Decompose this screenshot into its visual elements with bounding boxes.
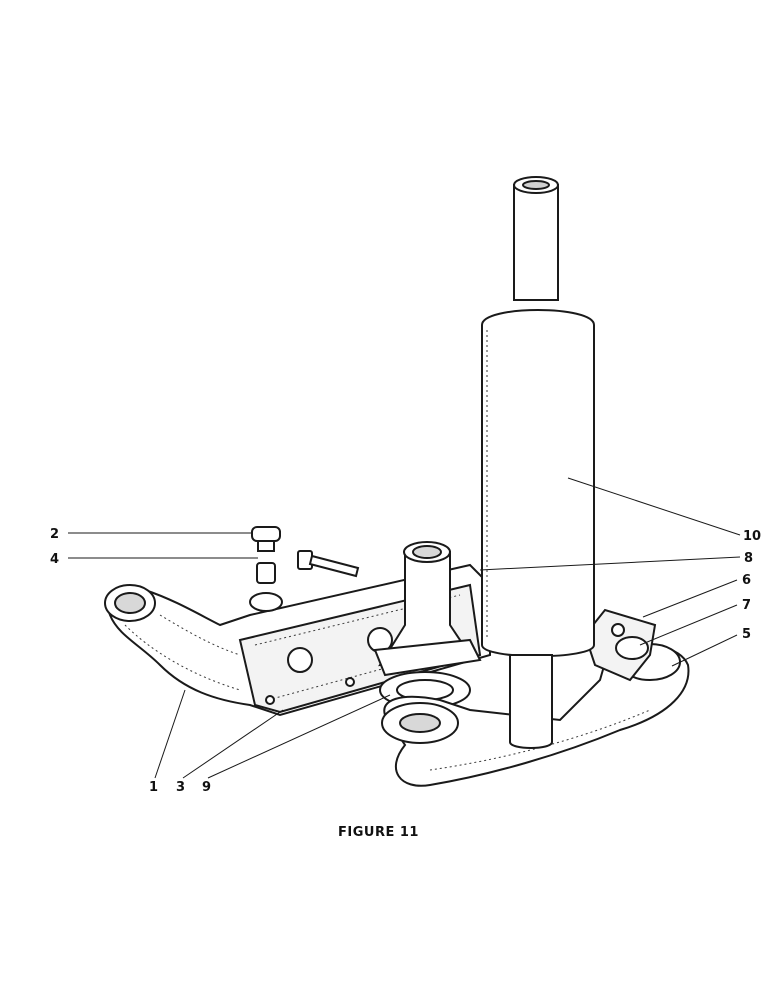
callout-9: 9 bbox=[202, 780, 211, 795]
leader-lines bbox=[68, 477, 741, 779]
callout-3: 3 bbox=[176, 780, 185, 795]
tail-pipe bbox=[513, 176, 559, 301]
callout-4: 4 bbox=[50, 552, 59, 567]
figure-caption: FIGURE 11 bbox=[338, 825, 419, 840]
callout-5: 5 bbox=[742, 627, 751, 642]
nut bbox=[256, 562, 276, 584]
callout-8: 8 bbox=[744, 551, 753, 566]
silencer-inlet-pipe bbox=[509, 654, 553, 749]
callout-7: 7 bbox=[742, 598, 751, 613]
silencer bbox=[481, 309, 595, 658]
bolt bbox=[297, 550, 360, 578]
flange-adapter bbox=[373, 541, 482, 677]
callout-labels: 1 2 3 4 5 6 7 8 9 10 bbox=[50, 527, 761, 795]
plug bbox=[251, 526, 281, 552]
manifold-boss bbox=[249, 592, 283, 612]
callout-10: 10 bbox=[743, 529, 761, 544]
callout-6: 6 bbox=[742, 573, 751, 588]
callout-2: 2 bbox=[50, 527, 59, 542]
callout-1: 1 bbox=[149, 780, 158, 795]
clamp bbox=[615, 636, 649, 660]
